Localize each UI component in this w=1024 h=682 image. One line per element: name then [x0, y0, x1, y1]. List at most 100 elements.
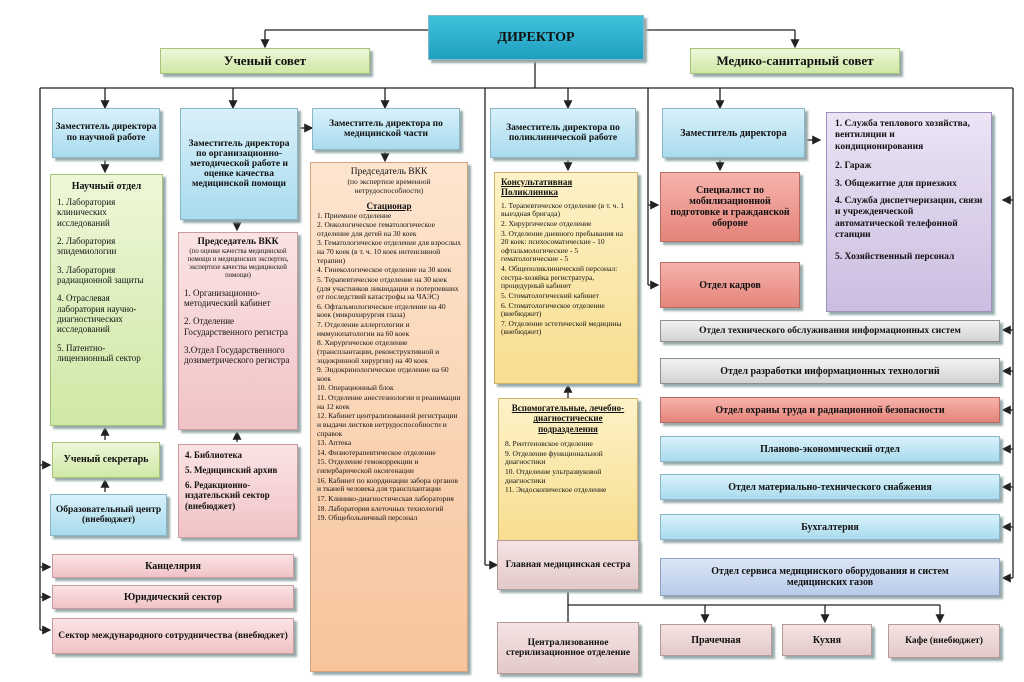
sterilization-box: Централизованное стерилизационное отделе…: [497, 622, 639, 674]
list-item: 6. Офтальмологическое отделение на 40 ко…: [317, 301, 446, 320]
list-item: 10. Отделение ультразвуковой диагностики: [505, 466, 602, 485]
hr-box: Отдел кадров: [660, 262, 800, 308]
list-item: 7. Отделение аллергологии и иммунопатоло…: [317, 320, 410, 338]
list-item: 16. Кабинет по координации забора органо…: [317, 475, 458, 494]
scientific-secretary-box: Ученый секретарь: [52, 442, 160, 478]
deputy-director-box: Заместитель директора: [662, 108, 805, 158]
deputy-methodical-box: Заместитель директора по организационно-…: [180, 108, 298, 220]
sterilization-label: Централизованное стерилизационное отделе…: [505, 638, 631, 658]
aux-diagnostic-box: Вспомогательные, лечебно-диагностические…: [498, 398, 638, 542]
list-item: 1. Терапевтическое отделение (в т. ч. 1 …: [501, 200, 624, 219]
list-item: 3. Общежитие для приезжих: [835, 178, 957, 189]
list-item: 4. Общеполиклинический персонал: сестра-…: [501, 264, 618, 291]
list-item: 5. Патентно-лицензионный сектор: [57, 342, 141, 364]
services-list: 1. Служба теплового хозяйства, вентиляци…: [835, 119, 983, 263]
chancellery-label: Канцелярия: [145, 560, 201, 572]
right-dept-label: Отдел материально-технического снабжения: [728, 481, 932, 493]
list-item: 8. Рентгеновское отделение: [505, 439, 593, 449]
scientific-council-box: Ученый совет: [160, 48, 370, 74]
aux-diagnostic-title: Вспомогательные, лечебно-диагностические…: [511, 403, 625, 434]
education-center-label: Образовательный центр (внебюджет): [55, 505, 162, 525]
list-item: 1. Служба теплового хозяйства, вентиляци…: [835, 119, 970, 152]
hr-label: Отдел кадров: [699, 279, 761, 291]
director-box: ДИРЕКТОР: [428, 15, 644, 60]
list-item: 4. Отраслевая лаборатория научно-диагнос…: [57, 293, 137, 335]
list-item: 1. Организационно-методический кабинет: [184, 287, 271, 308]
international-sector-label: Сектор международного сотрудничества (вн…: [58, 631, 288, 641]
research-dept-list: 1. Лаборатория клинических исследований …: [57, 197, 156, 363]
list-item: 2. Отделение Государственного регистра: [184, 316, 289, 337]
international-sector-box: Сектор международного сотрудничества (вн…: [52, 618, 294, 654]
list-item: 14. Физиотерапевтическое отделение: [317, 447, 436, 457]
deputy-polyclinic-label: Заместитель директора по поликлинической…: [506, 123, 620, 143]
list-item: 17. Клинико-диагностическая лаборатория: [317, 493, 454, 503]
kitchen-box: Кухня: [782, 624, 872, 656]
right-dept-planning: Планово-экономический отдел: [660, 436, 1000, 462]
deputy-director-label: Заместитель директора: [680, 127, 787, 139]
list-item: 1. Лаборатория клинических исследований: [57, 197, 116, 228]
legal-sector-box: Юридический сектор: [52, 585, 294, 609]
research-dept-box: Научный отдел 1. Лаборатория клинических…: [50, 174, 163, 426]
vkk-quality-title: Председатель ВКК: [197, 237, 279, 247]
vkk-stationary-title: Председатель ВКК: [350, 167, 428, 177]
medical-council-box: Медико-санитарный совет: [690, 48, 900, 74]
deputy-research-label: Заместитель директора по научной работе: [55, 121, 157, 143]
vkk-stationary-box: Председатель ВКК (по экспертизе временно…: [310, 162, 468, 672]
list-item: 5. Терапевтическое отделение на 30 коек …: [317, 274, 459, 302]
deputy-methodical-label: Заместитель директора по организационно-…: [188, 139, 290, 189]
list-item: 18. Лаборатория клеточных технологий: [317, 503, 444, 513]
list-item: 2. Лаборатория эпидемиологии: [57, 236, 117, 257]
right-dept-label: Отдел охраны труда и радиационной безопа…: [715, 404, 945, 416]
head-nurse-label: Главная медицинская сестра: [505, 560, 631, 570]
list-item: 5. Медицинский архив: [185, 464, 278, 475]
right-dept-label: Планово-экономический отдел: [760, 443, 900, 455]
vkk-quality-subtitle: (по оценке качества медицинской помощи и…: [187, 248, 289, 279]
vkk-quality-list: 1. Организационно-методический кабинет 2…: [184, 288, 292, 366]
cafe-label: Кафе (внебюджет): [905, 636, 983, 646]
list-item: 1. Приемное отделение: [317, 210, 392, 220]
list-item: 6. Стоматологическое отделение (внебюдже…: [501, 300, 605, 319]
scientific-secretary-label: Ученый секретарь: [63, 454, 149, 465]
right-dept-label: Отдел сервиса медицинского оборудования …: [711, 566, 949, 588]
list-item: 15. Отделение гемокоррекции и гипербарич…: [317, 457, 419, 476]
deputy-research-box: Заместитель директора по научной работе: [52, 108, 160, 158]
cafe-box: Кафе (внебюджет): [888, 624, 1000, 658]
list-item: 4. Библиотека: [185, 450, 242, 460]
scientific-council-label: Ученый совет: [223, 53, 307, 68]
education-center-box: Образовательный центр (внебюджет): [50, 494, 167, 536]
aux-diagnostic-list: 8. Рентгеновское отделение 9. Отделение …: [505, 439, 631, 495]
library-list: 4. Библиотека 5. Медицинский архив 6. Ре…: [185, 450, 291, 512]
right-dept-label: Бухгалтерия: [801, 521, 859, 533]
right-dept-label: Отдел разработки информационных технолог…: [720, 365, 940, 377]
right-dept-it-dev: Отдел разработки информационных технолог…: [660, 358, 1000, 384]
head-nurse-box: Главная медицинская сестра: [497, 540, 639, 590]
list-item: 7. Отделение эстетической медицины (внеб…: [501, 318, 622, 337]
deputy-medical-label: Заместитель директора по медицинской час…: [329, 119, 443, 139]
polyclinic-box: Консультативная Поликлиника 1. Терапевти…: [494, 172, 638, 384]
list-item: 11. Отделение анестезиологии и реанимаци…: [317, 393, 461, 411]
medical-council-label: Медико-санитарный совет: [716, 53, 874, 68]
list-item: 3. Отделение дневного пребывания на 20 к…: [501, 228, 623, 264]
list-item: 9. Эндокринологическое отделение на 60 к…: [317, 365, 449, 383]
laundry-box: Прачечная: [660, 624, 772, 656]
services-box: 1. Служба теплового хозяйства, вентиляци…: [826, 112, 992, 312]
right-dept-accounting: Бухгалтерия: [660, 514, 1000, 540]
vkk-stationary-subtitle: (по экспертизе временной нетрудоспособно…: [347, 176, 431, 195]
list-item: 3. Лаборатория радиационной защиты: [57, 264, 144, 286]
list-item: 2. Хирургическое отделение: [501, 218, 592, 228]
director-label: ДИРЕКТОР: [497, 29, 575, 45]
stationary-list: 1. Приемное отделение 2. Онкологическое …: [317, 210, 461, 523]
deputy-polyclinic-box: Заместитель директора по поликлинической…: [490, 108, 636, 158]
right-dept-supply: Отдел материально-технического снабжения: [660, 474, 1000, 500]
list-item: 10. Операционный блок: [317, 383, 394, 393]
list-item: 11. Эндоскопическое отделение: [505, 485, 607, 495]
mobilization-label: Специалист по мобилизационной подготовке…: [670, 185, 790, 229]
list-item: 12. Кабинет централизованной регистрации…: [317, 411, 458, 438]
right-dept-equipment-service: Отдел сервиса медицинского оборудования …: [660, 558, 1000, 596]
polyclinic-list: 1. Терапевтическое отделение (в т. ч. 1 …: [501, 200, 631, 337]
list-item: 13. Аптека: [317, 438, 352, 448]
stationary-heading: Стационар: [366, 201, 412, 212]
right-dept-label: Отдел технического обслуживания информац…: [699, 326, 961, 336]
list-item: 2. Онкологическое гематологическое отдел…: [317, 220, 435, 238]
list-item: 4. Гинекологическое отделение на 30 коек: [317, 265, 452, 275]
